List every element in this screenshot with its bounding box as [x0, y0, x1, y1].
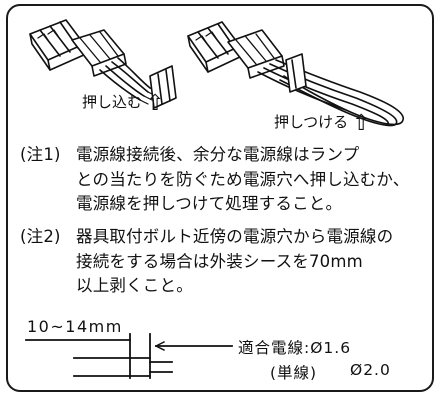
- push-against-text: 押しつける: [274, 113, 349, 131]
- note-2-line: 接続をする場合は外装シースを70mm: [76, 251, 363, 271]
- push-in-text: 押し込む: [82, 93, 143, 111]
- up-arrow-icon: ⇧: [146, 91, 165, 116]
- note-1-line: との当たりを防ぐため電源穴へ押し込むか、: [76, 169, 410, 189]
- note-2-body: 器具取付ボルト近傍の電源穴から電源線の 接続をする場合は外装シースを70mm 以…: [76, 225, 393, 299]
- note-2: (注2) 器具取付ボルト近傍の電源穴から電源線の 接続をする場合は外装シースを7…: [20, 225, 430, 301]
- push-in-label: 押し込む⇧: [82, 91, 164, 115]
- connector-illustration-left: [29, 19, 177, 109]
- connector-illustration-right: [187, 21, 405, 127]
- strip-length-label: 10~14mm: [27, 317, 123, 336]
- note-2-line: 以上剥くこと。: [76, 276, 193, 295]
- note-2-tag: (注2): [20, 227, 61, 246]
- note-1-tag: (注1): [20, 145, 61, 164]
- push-against-label: 押しつける⇧: [274, 111, 371, 135]
- single-wire-label: (単線): [270, 364, 318, 382]
- note-2-line: 器具取付ボルト近傍の電源穴から電源線の: [76, 227, 394, 246]
- single-wire-value: Ø2.0: [350, 361, 391, 379]
- note-1-line: 電源線を押しつけて処理すること。: [76, 194, 343, 213]
- instruction-panel: [6, 4, 434, 392]
- up-arrow-icon: ⇧: [352, 111, 371, 136]
- note-1-body: 電源線接続後、余分な電源線はランプ との当たりを防ぐため電源穴へ押し込むか、 電…: [76, 143, 410, 217]
- note-1-line: 電源線接続後、余分な電源線はランプ: [76, 145, 360, 164]
- note-1: (注1) 電源線接続後、余分な電源線はランプ との当たりを防ぐため電源穴へ押し込…: [20, 143, 430, 219]
- compatible-wire-label: 適合電線:Ø1.6: [238, 339, 352, 357]
- wire-strip-diagram: [25, 333, 233, 379]
